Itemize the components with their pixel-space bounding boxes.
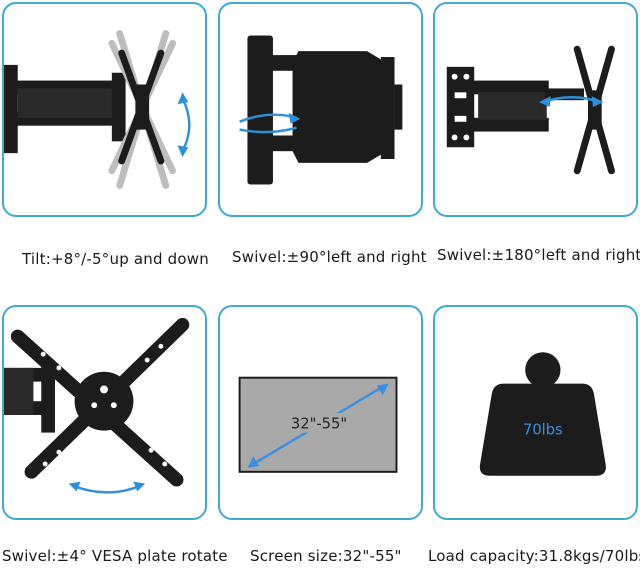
swivel-180-mount-icon bbox=[446, 45, 615, 175]
swivel-180-panel bbox=[433, 2, 638, 217]
tilt-caption: Tilt:+8°/-5°up and down bbox=[22, 250, 209, 268]
weight-icon: 70lbs bbox=[479, 352, 606, 476]
vesa-plate-rotate-icon bbox=[4, 317, 190, 494]
vesa-rotate-caption: Swivel:±4° VESA plate rotate bbox=[2, 547, 228, 565]
swivel-90-mount-icon bbox=[239, 35, 403, 185]
screen-size-caption: Screen size:32"-55" bbox=[250, 547, 402, 565]
swivel-90-panel bbox=[218, 2, 423, 217]
vesa-rotate-panel bbox=[2, 305, 207, 520]
swivel-90-caption: Swivel:±90°left and right bbox=[232, 248, 427, 266]
tilt-mount-icon bbox=[4, 30, 191, 189]
screen-size-icon: 32"-55" bbox=[238, 376, 398, 473]
weight-label: 70lbs bbox=[523, 422, 563, 439]
screen-size-label: 32"-55" bbox=[291, 416, 347, 433]
tilt-panel bbox=[2, 2, 207, 217]
swivel-180-caption: Swivel:±180°left and right bbox=[437, 246, 640, 264]
screen-size-panel: 32"-55" bbox=[218, 305, 423, 520]
load-capacity-caption: Load capacity:31.8kgs/70lbs bbox=[428, 547, 640, 565]
load-capacity-panel: 70lbs bbox=[433, 305, 638, 520]
